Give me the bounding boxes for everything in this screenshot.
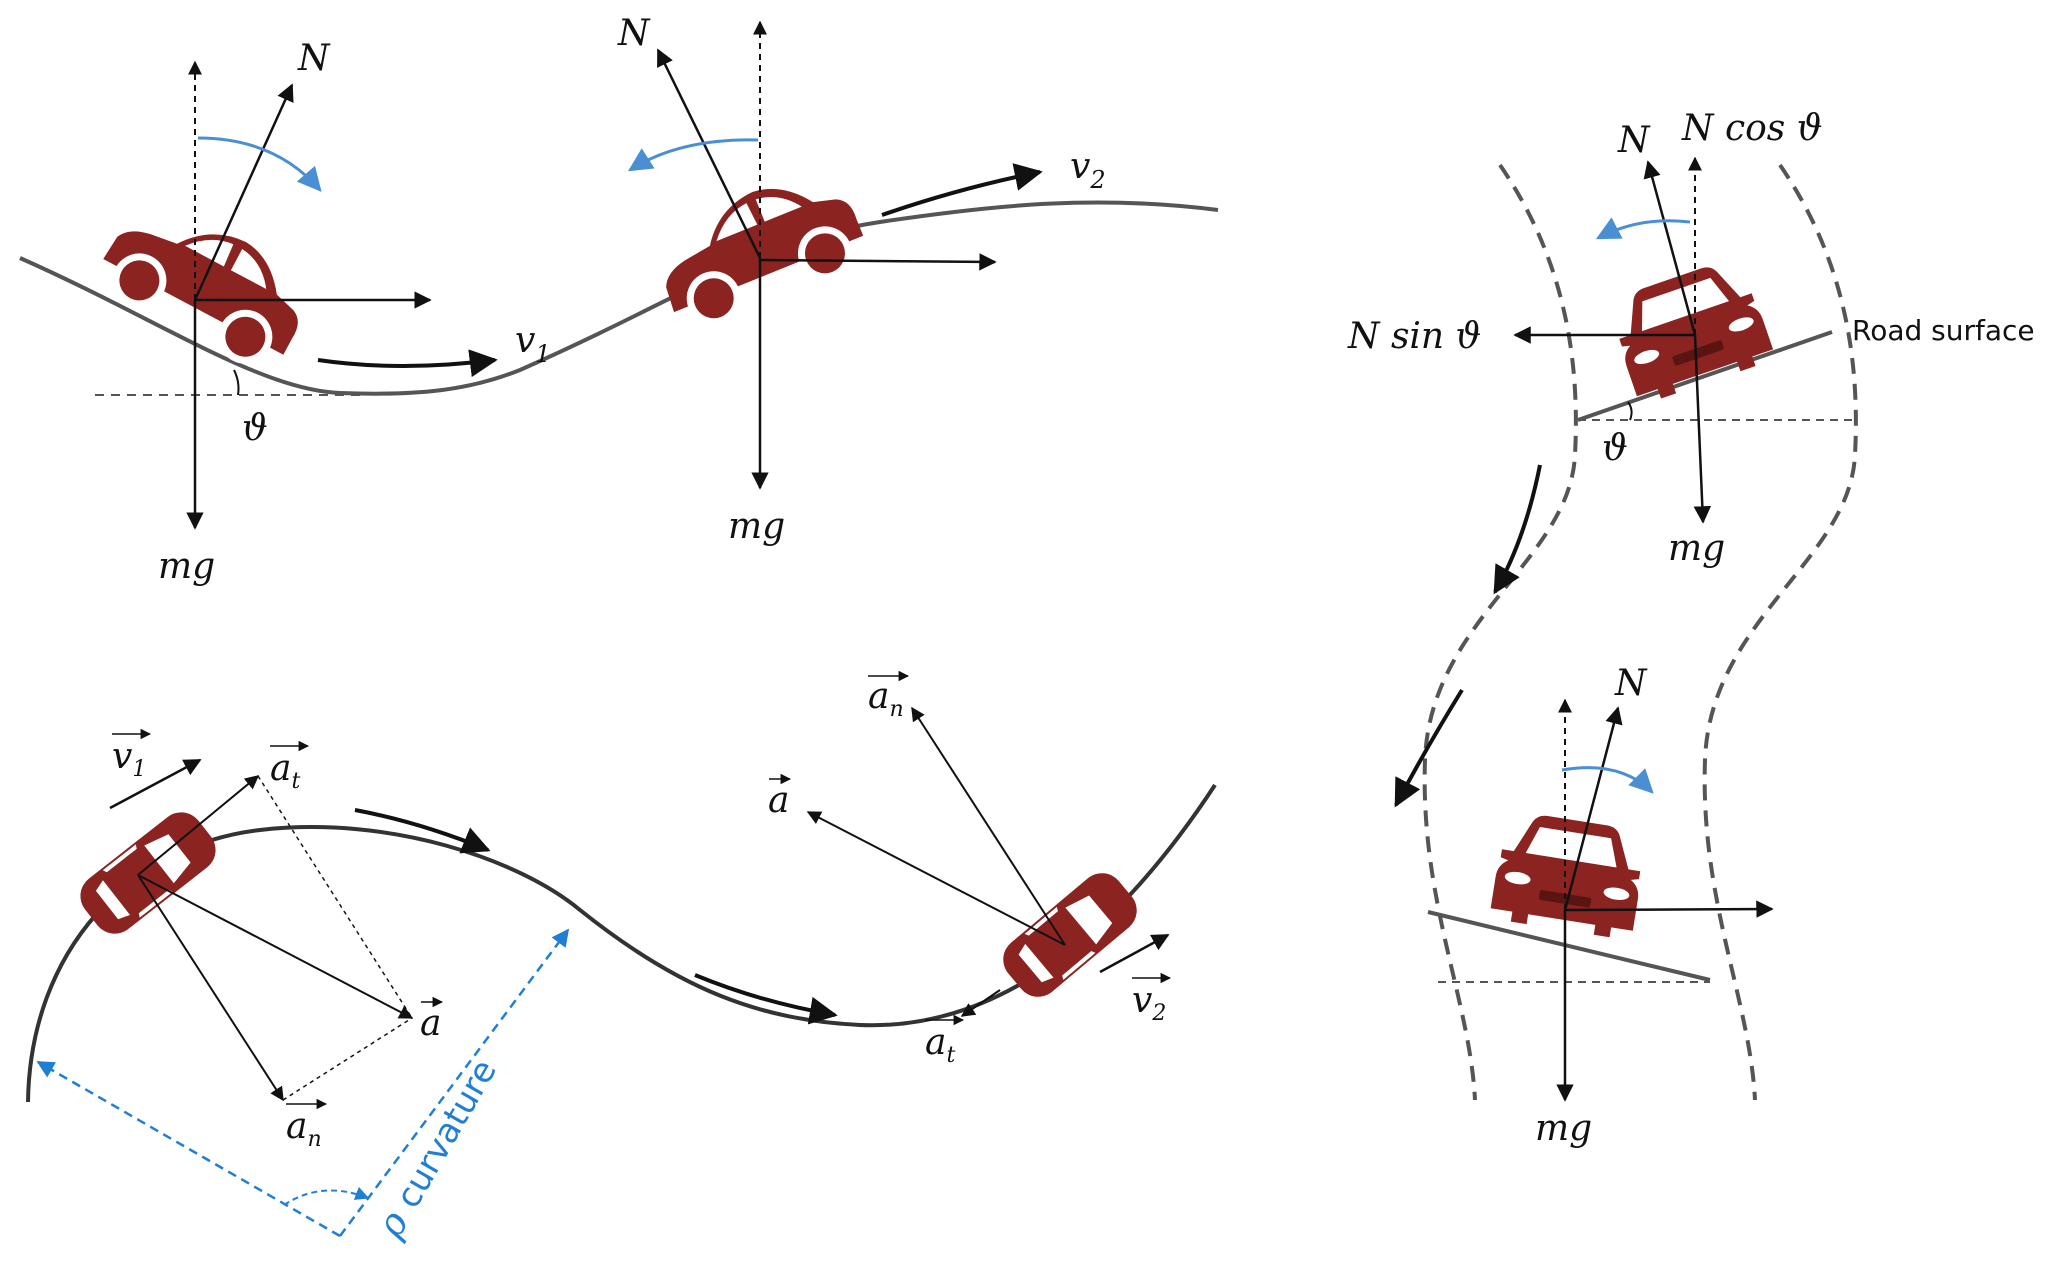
- label-an-2-base: a: [868, 676, 889, 717]
- label-N-2: N: [617, 13, 651, 54]
- label-at-2-sub: t: [946, 1043, 955, 1068]
- label-v2-vec-base: v: [1132, 980, 1152, 1021]
- a-t-arrow-1: [137, 775, 260, 876]
- flow-arrow-b: [694, 973, 838, 1025]
- N-arrow-upper: [1643, 160, 1697, 336]
- travel-arrow-1: [1493, 464, 1542, 595]
- label-N-sin: N sin ϑ: [1347, 316, 1481, 357]
- road-edge-right: [1702, 163, 1858, 1101]
- a-n-arrow-2: [911, 706, 1066, 946]
- label-N-cos: N cos ϑ: [1681, 108, 1822, 149]
- label-v1-vec-sub: 1: [132, 757, 146, 782]
- label-mg-2: mg: [728, 506, 785, 547]
- rotation-arrow-upper: [1595, 217, 1691, 240]
- a-arrow-2: [806, 811, 1066, 946]
- label-mg-1: mg: [158, 546, 215, 587]
- label-v1-base: v: [515, 320, 535, 361]
- parallelogram-side-2: [282, 1017, 413, 1101]
- label-v1-sub: 1: [535, 340, 550, 368]
- bank-surface-upper: [1577, 330, 1833, 422]
- label-an-1-base: a: [286, 1106, 307, 1147]
- right-angle-marker: [283, 1186, 370, 1206]
- label-at-2: at: [925, 1022, 955, 1068]
- car-1-side: [89, 186, 323, 381]
- radius-line-2: [36, 1060, 341, 1238]
- horizontal-curve-panel: v1 at a an an a at v2 ρ curvature: [26, 670, 1217, 1246]
- label-an-2: an: [868, 676, 904, 722]
- label-mg-upper: mg: [1668, 528, 1725, 569]
- theta-arc: [233, 369, 240, 396]
- label-v1: v1: [515, 320, 551, 368]
- label-a-1: a: [420, 1003, 441, 1044]
- parallelogram-side-1: [257, 775, 413, 1019]
- label-v1-vec-base: v: [112, 736, 132, 777]
- car-6-front: [1489, 809, 1649, 941]
- label-an-1: an: [286, 1106, 322, 1152]
- label-N-lower: N: [1614, 663, 1648, 704]
- a-arrow-1: [137, 874, 414, 1019]
- travel-arrow-2: [1394, 688, 1464, 808]
- label-at-1-sub: t: [291, 769, 300, 794]
- a-t-arrow-2: [960, 989, 1001, 1017]
- label-mg-lower: mg: [1535, 1108, 1592, 1149]
- label-v2-base: v: [1070, 146, 1090, 187]
- banked-curve-panel: N N cos ϑ N sin ϑ Road surface ϑ mg N mg: [1347, 108, 2035, 1149]
- velocity-v1-arrow: [109, 758, 202, 810]
- label-v2: v2: [1070, 146, 1106, 194]
- rotation-arrow-2: [627, 138, 759, 172]
- label-at-2-base: a: [925, 1022, 946, 1063]
- bank-surface-lower: [1427, 910, 1711, 982]
- label-curvature: curvature: [388, 1053, 505, 1215]
- radius-line-1: [338, 928, 570, 1237]
- label-v2-vec-sub: 2: [1151, 1001, 1166, 1026]
- label-a-2: a: [768, 780, 789, 821]
- normal-force-arrow-2: [656, 48, 762, 259]
- label-N-upper: N: [1617, 120, 1651, 161]
- label-N-1: N: [297, 38, 331, 79]
- label-theta-2: ϑ: [1602, 428, 1628, 469]
- horizontal-arrow-lower: [1564, 900, 1774, 918]
- mg-arrow-upper: [1693, 334, 1712, 524]
- label-road-surface: Road surface: [1852, 314, 2035, 347]
- N-arrow-lower: [1563, 706, 1623, 911]
- label-an-1-sub: n: [307, 1127, 321, 1152]
- curvature-label: ρ curvature: [367, 1053, 505, 1246]
- velocity-v2-arrow: [1099, 933, 1170, 974]
- rotation-arrow-lower: [1561, 766, 1654, 794]
- car-3-top: [71, 803, 225, 943]
- label-v1-vec: v1: [112, 736, 146, 782]
- normal-force-arrow-1: [193, 83, 294, 301]
- road-edge-left: [1422, 163, 1578, 1101]
- label-v2-vec: v2: [1132, 980, 1166, 1026]
- vertical-curve-panel: N N mg mg ϑ v1 v2: [19, 13, 1219, 587]
- label-v2-sub: 2: [1089, 166, 1105, 194]
- theta-arc-upper: [1627, 401, 1633, 421]
- label-at-1-base: a: [270, 748, 291, 789]
- road-profile: [19, 200, 1219, 396]
- velocity-arrow-1: [317, 349, 498, 378]
- horizontal-arrow-2: [759, 253, 997, 271]
- label-an-2-sub: n: [889, 697, 903, 722]
- label-at-1: at: [270, 748, 300, 794]
- label-rho: ρ: [367, 1203, 417, 1246]
- velocity-arrow-2: [881, 163, 1043, 217]
- a-n-arrow-1: [137, 874, 284, 1102]
- rotation-arrow-1: [197, 136, 322, 192]
- label-theta-1: ϑ: [242, 408, 268, 449]
- flow-arrow-a: [354, 808, 491, 854]
